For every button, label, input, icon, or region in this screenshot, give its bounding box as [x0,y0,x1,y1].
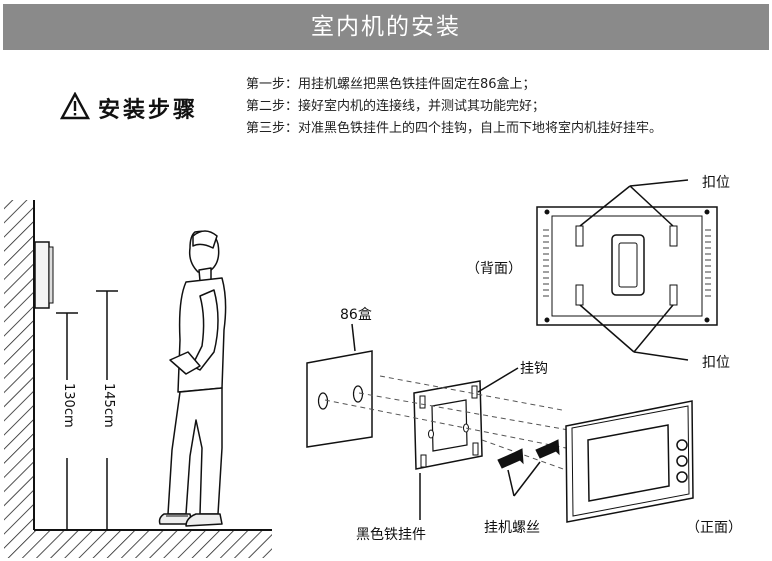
steps-list: 第一步：用挂机螺丝把黑色铁挂件固定在86盒上； 第二步：接好室内机的连接线，并测… [246,74,662,140]
label-clasp-bottom: 扣位 [702,355,730,371]
label-hook: 挂钩 [520,361,548,377]
unit-back-panel [536,206,718,326]
label-height-145: 145cm [101,383,116,428]
black-iron-bracket [413,367,519,520]
warning-triangle-icon [60,92,90,120]
label-back: （背面） [466,261,522,277]
indoor-unit-side [34,241,54,309]
step-2: 第二步：接好室内机的连接线，并测试其功能完好； [246,99,546,114]
label-box86: 86盒 [340,307,372,323]
mounting-screws [497,439,560,497]
dimension-145 [96,290,118,530]
steps-heading: 安装步骤 [98,98,199,123]
box-86-plate [306,323,373,448]
alignment-dashes [324,375,581,471]
floor [4,529,272,558]
label-height-130: 130cm [61,383,76,428]
standing-person [158,230,227,527]
page-title: 室内机的安装 [311,14,461,40]
dimension-130 [56,312,78,530]
step-1: 第一步：用挂机螺丝把黑色铁挂件固定在86盒上； [246,77,536,92]
label-bracket: 黑色铁挂件 [356,527,426,543]
clasp-pointer-lines [579,179,689,361]
label-screws: 挂机螺丝 [484,520,540,536]
unit-front-panel [565,400,694,523]
step-3: 第三步：对准黑色铁挂件上的四个挂钩，自上而下地将室内机挂好挂牢。 [246,121,663,136]
wall [4,200,35,530]
label-clasp-top: 扣位 [702,175,730,191]
label-front: （正面） [686,520,742,536]
title-bar: 室内机的安装 [3,4,769,50]
